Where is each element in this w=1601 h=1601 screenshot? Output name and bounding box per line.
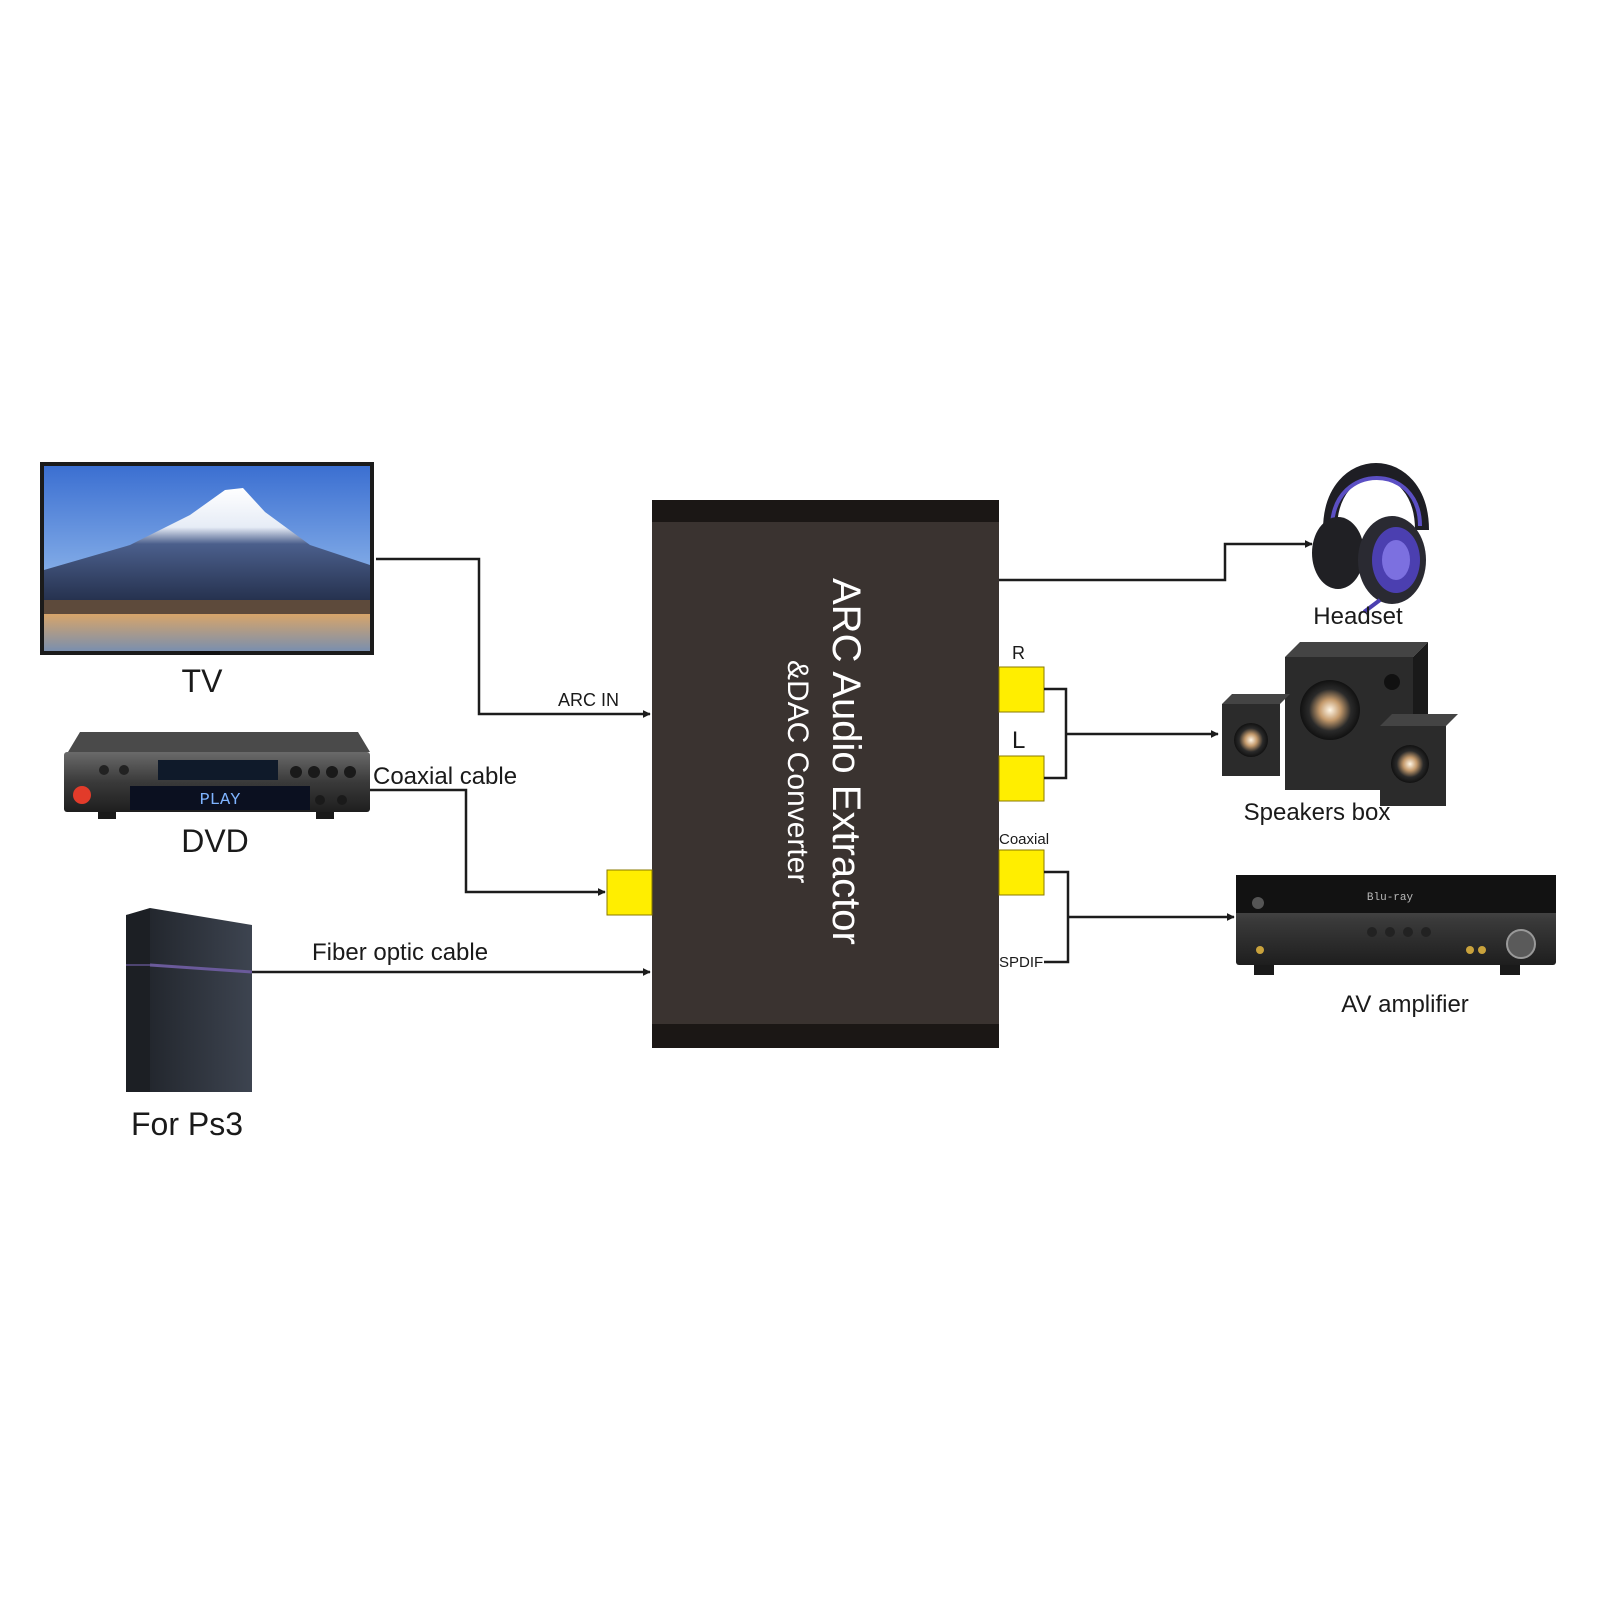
left-earcup — [1312, 517, 1364, 589]
subwoofer-cone — [1300, 680, 1360, 740]
converter-box: ARC Audio Extractor &DAC Converter — [652, 500, 999, 1048]
ps3-device: For Ps3 — [126, 908, 253, 1142]
speakers-label: Speakers box — [1244, 799, 1391, 826]
r-output-port — [998, 666, 1045, 713]
dvd-display — [130, 786, 310, 810]
tv-device: TV — [40, 462, 374, 699]
converter-title: ARC Audio Extractor — [824, 578, 868, 945]
coaxial-cable-label: Coaxial cable — [373, 763, 517, 790]
converter-top-band — [652, 500, 999, 522]
amplifier-display-panel — [1236, 875, 1556, 913]
power-icon — [73, 786, 91, 804]
port-spdif-label: SPDIF — [999, 954, 1043, 971]
headset-label: Headset — [1313, 603, 1403, 630]
coaxial-output-port — [998, 849, 1045, 896]
headset-wire — [999, 540, 1313, 582]
headset-band — [1323, 463, 1429, 531]
amplifier-display-text: Blu-ray — [1367, 892, 1414, 904]
port-l-label: L — [1012, 727, 1025, 754]
arc-in-wire — [376, 557, 651, 718]
dvd-label: DVD — [181, 823, 249, 859]
ps3-body — [150, 908, 252, 1092]
port-coaxial-label: Coaxial — [999, 831, 1049, 848]
arc-in-label: ARC IN — [558, 690, 619, 710]
coaxial-cable-wire — [370, 788, 606, 896]
headset-device: Headset — [1312, 463, 1429, 630]
port-r-label: R — [1012, 643, 1025, 663]
fiber-optic-label: Fiber optic cable — [312, 939, 488, 966]
volume-knob — [1506, 929, 1536, 959]
speakers-device: Speakers box — [1222, 642, 1458, 826]
tv-label: TV — [182, 663, 224, 699]
converter-body — [652, 500, 999, 1048]
dvd-screen-text: PLAY — [200, 791, 241, 810]
l-output-port — [998, 755, 1045, 802]
converter-subtitle: &DAC Converter — [781, 660, 814, 883]
mountain-image — [44, 488, 370, 600]
rl-merge-wire — [1044, 687, 1068, 780]
converter-bottom-band — [652, 1024, 999, 1048]
amplifier-device: Blu-ray AV amplifier — [1236, 875, 1556, 1018]
coax-spdif-merge-wire — [1044, 870, 1070, 964]
coaxial-input-port — [606, 869, 653, 916]
amplifier-label: AV amplifier — [1341, 991, 1469, 1018]
dvd-device: PLAY DVD — [64, 732, 370, 859]
ps3-label: For Ps3 — [131, 1106, 243, 1142]
